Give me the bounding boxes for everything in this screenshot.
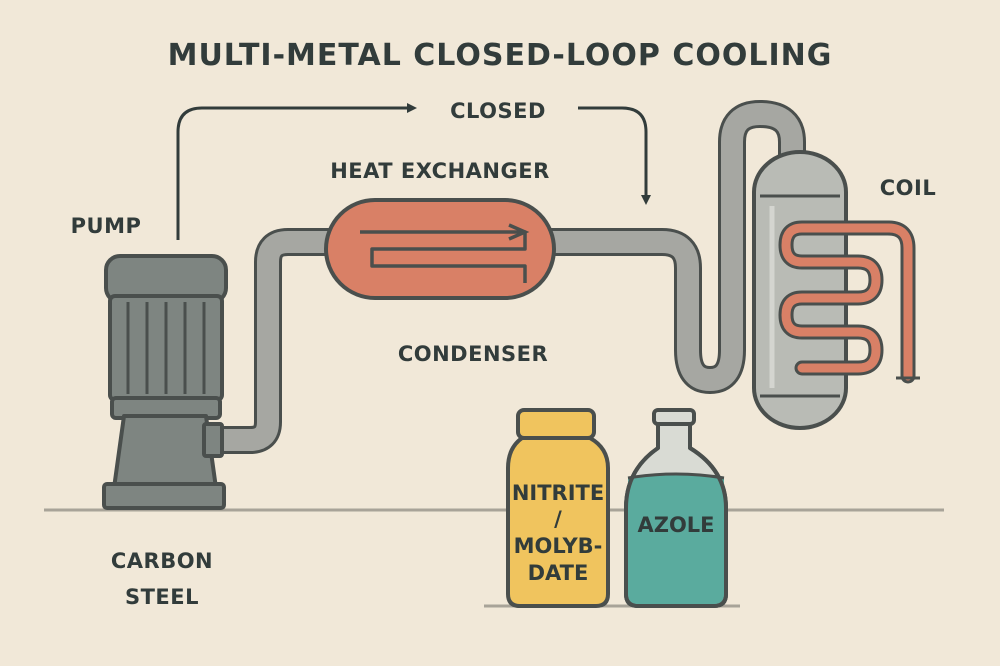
azole-bottle-liquid [628,474,724,604]
nitrite-label-line3: MOLYB- [514,534,603,558]
nitrite-label-line2: / [554,507,562,531]
nitrite-label-line1: NITRITE [512,481,604,505]
heat-exchanger-label: HEAT EXCHANGER [330,159,550,183]
flow-arrow-right [578,106,651,205]
pipe-pump-to-exchanger [205,231,334,451]
closed-label: CLOSED [450,99,546,123]
azole-bottle [624,408,728,608]
nitrite-bottle-body [506,436,610,608]
carbon-steel-label-line1: CARBON [111,549,213,573]
pump [102,254,228,510]
pump-base-body [112,414,218,490]
azole-label: AZOLE [637,513,714,537]
azole-bottle-outline [624,416,728,608]
coil-label: COIL [880,176,936,200]
heat-exchanger-flow-arrow [508,223,530,241]
tank-body [752,150,848,430]
coil-tank [752,150,920,430]
pipe-exchanger-to-tank [546,103,803,391]
diagram-title: MULTI-METAL CLOSED-LOOP COOLING [168,38,833,73]
pump-label: PUMP [71,214,142,238]
azole-liquid-surface [627,472,725,480]
pump-base-foot [102,482,226,510]
flow-arrow-left [176,103,417,240]
pipe-network [205,100,806,454]
nitrite-label-line4: DATE [528,561,589,585]
nitrite-bottle-cap [516,408,596,440]
copper-coil [781,223,913,381]
pump-motor-fins [126,302,206,394]
pump-outlet-flange [202,422,224,458]
heat-exchanger [324,198,556,300]
nitrite-molybdate-bottle [506,408,610,608]
azole-bottle-cap [652,408,696,426]
closed-flow-arrow [176,103,651,240]
carbon-steel-label-line2: STEEL [125,585,199,609]
condenser-label: CONDENSER [398,342,548,366]
